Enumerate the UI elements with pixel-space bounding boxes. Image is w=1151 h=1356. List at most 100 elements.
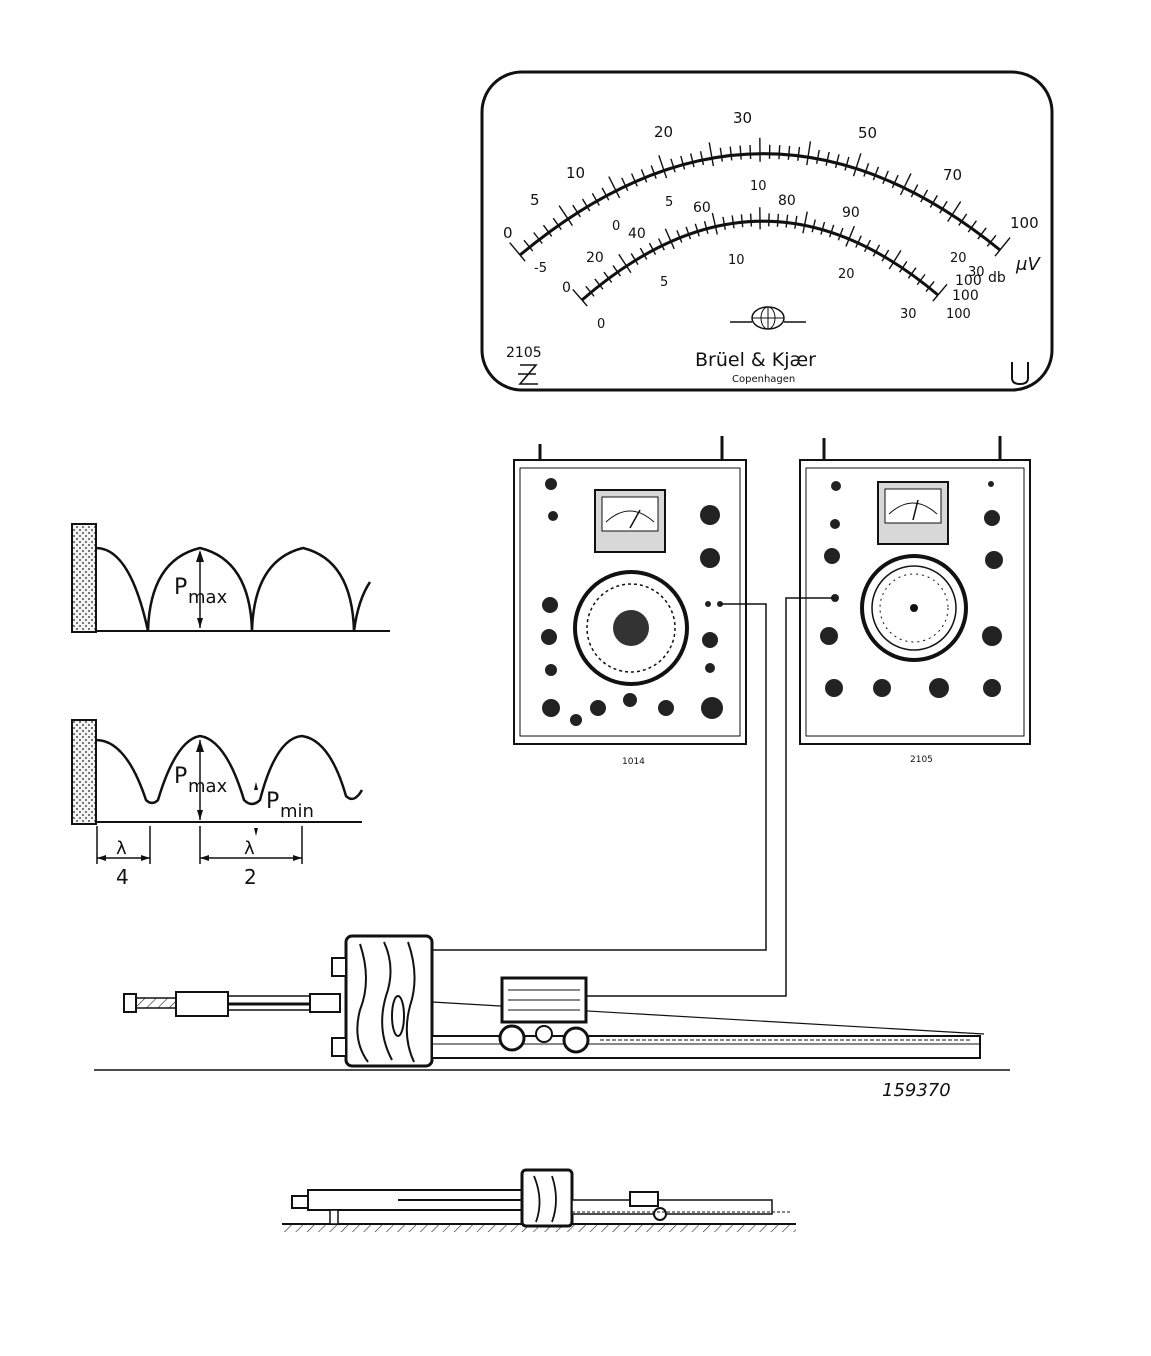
db-scale-5: 5 [665, 195, 673, 210]
scale-tick [797, 146, 801, 156]
pmax-sub-2: max [188, 776, 228, 797]
scale-tick [820, 229, 823, 235]
bottom-scale-10: 10 [728, 253, 745, 268]
scale-tick [815, 158, 819, 164]
scale-tick [892, 250, 902, 263]
top-scale-70: 70 [943, 166, 962, 184]
scale-tick [663, 170, 668, 179]
scale-tick [630, 253, 636, 261]
scale-tick [552, 217, 559, 226]
scale-tick [812, 219, 816, 228]
scale-tick [608, 176, 617, 192]
db-scale-0: 0 [612, 219, 620, 234]
instrument-2105-label: 2105 [910, 755, 933, 765]
brand-name: Brüel & Kjær [695, 349, 816, 371]
db-unit: db [988, 270, 1006, 286]
meter-symbol-icon [518, 364, 538, 385]
scale-tick [634, 259, 639, 265]
meter-face: 0 5 10 20 30 50 70 100 μV -5 0 5 10 20 3… [480, 70, 1054, 392]
scale-tick [594, 278, 601, 286]
scale-tick [714, 226, 718, 235]
scale-tick [986, 241, 991, 247]
scale-tick [821, 221, 826, 230]
globe-logo-icon [730, 306, 806, 330]
scale-tick [612, 265, 619, 273]
scale-tick [947, 214, 953, 223]
scale-tick [557, 225, 562, 231]
scale-tick [652, 249, 657, 255]
scale-tick [542, 224, 550, 233]
scale-tick [852, 168, 857, 177]
scale-tick [643, 254, 648, 260]
scale-tick [907, 273, 912, 279]
scale-tick [650, 165, 656, 175]
pmax-sub-1: max [188, 587, 228, 608]
top-scale-0: 0 [503, 224, 513, 242]
scale-tick [844, 165, 848, 171]
scale-tick [785, 222, 788, 228]
scale-tick [925, 287, 930, 293]
scale-tick [664, 228, 672, 242]
scale-tick [711, 212, 717, 227]
scale-tick [648, 242, 654, 251]
scale-tick [929, 202, 934, 208]
scale-tick [980, 227, 987, 236]
scale-tick [679, 237, 683, 243]
lower-scale-100: 100 [955, 273, 982, 289]
scale-tick [639, 247, 645, 256]
lambda-quarter-num: λ [116, 838, 127, 859]
scale-tick [845, 156, 850, 166]
scale-tick [731, 215, 734, 224]
scale-tick [705, 228, 709, 234]
scale-tick [777, 213, 780, 222]
db-scale-20: 20 [950, 251, 967, 266]
scale-tick [866, 239, 872, 248]
scale-tick [529, 246, 534, 252]
scale-tick [855, 242, 859, 248]
scale-tick [881, 256, 886, 262]
scale-tick [893, 174, 899, 184]
scale-tick [919, 273, 926, 282]
top-scale-5: 5 [530, 191, 540, 209]
scale-tick [999, 237, 1011, 251]
scale-tick [596, 200, 600, 206]
scale-tick [864, 163, 870, 173]
db-scale-neg5: -5 [534, 261, 547, 276]
scale-tick [653, 173, 657, 179]
scale-tick [967, 227, 972, 233]
scale-tick [916, 280, 921, 286]
scale-tick [807, 141, 812, 158]
scale-tick [581, 299, 588, 307]
lower-scale-60: 60 [693, 200, 711, 216]
scale-tick [615, 190, 621, 199]
instrument-1014: 1014 [513, 436, 747, 767]
scale-tick [670, 158, 675, 168]
scale-tick [729, 146, 732, 156]
scale-tick [961, 213, 968, 222]
scale-tick [730, 155, 733, 161]
scale-tick [989, 234, 997, 243]
top-scale-50: 50 [858, 124, 877, 142]
scale-tick [690, 153, 694, 163]
scale-tick [939, 208, 943, 214]
scale-tick [828, 232, 832, 238]
scale-tick [676, 230, 681, 239]
scale-tick [591, 192, 598, 202]
scale-tick [617, 271, 622, 277]
scale-tick [951, 201, 962, 216]
figure-number: 159370 [882, 1080, 951, 1101]
lower-unit: 100 [952, 288, 979, 304]
instrument-2105: 2105 [799, 436, 1031, 765]
bottom-scale-30: 30 [900, 307, 917, 322]
scale-tick [720, 156, 723, 162]
standing-wave-curve-2 [95, 734, 364, 806]
scale-tick [722, 216, 726, 225]
scale-tick [670, 241, 675, 250]
scale-tick [732, 223, 735, 229]
scale-tick [672, 167, 676, 173]
scale-tick [806, 157, 809, 166]
scale-tick [830, 224, 835, 233]
scale-tick [932, 195, 938, 204]
scale-tick [685, 226, 690, 235]
